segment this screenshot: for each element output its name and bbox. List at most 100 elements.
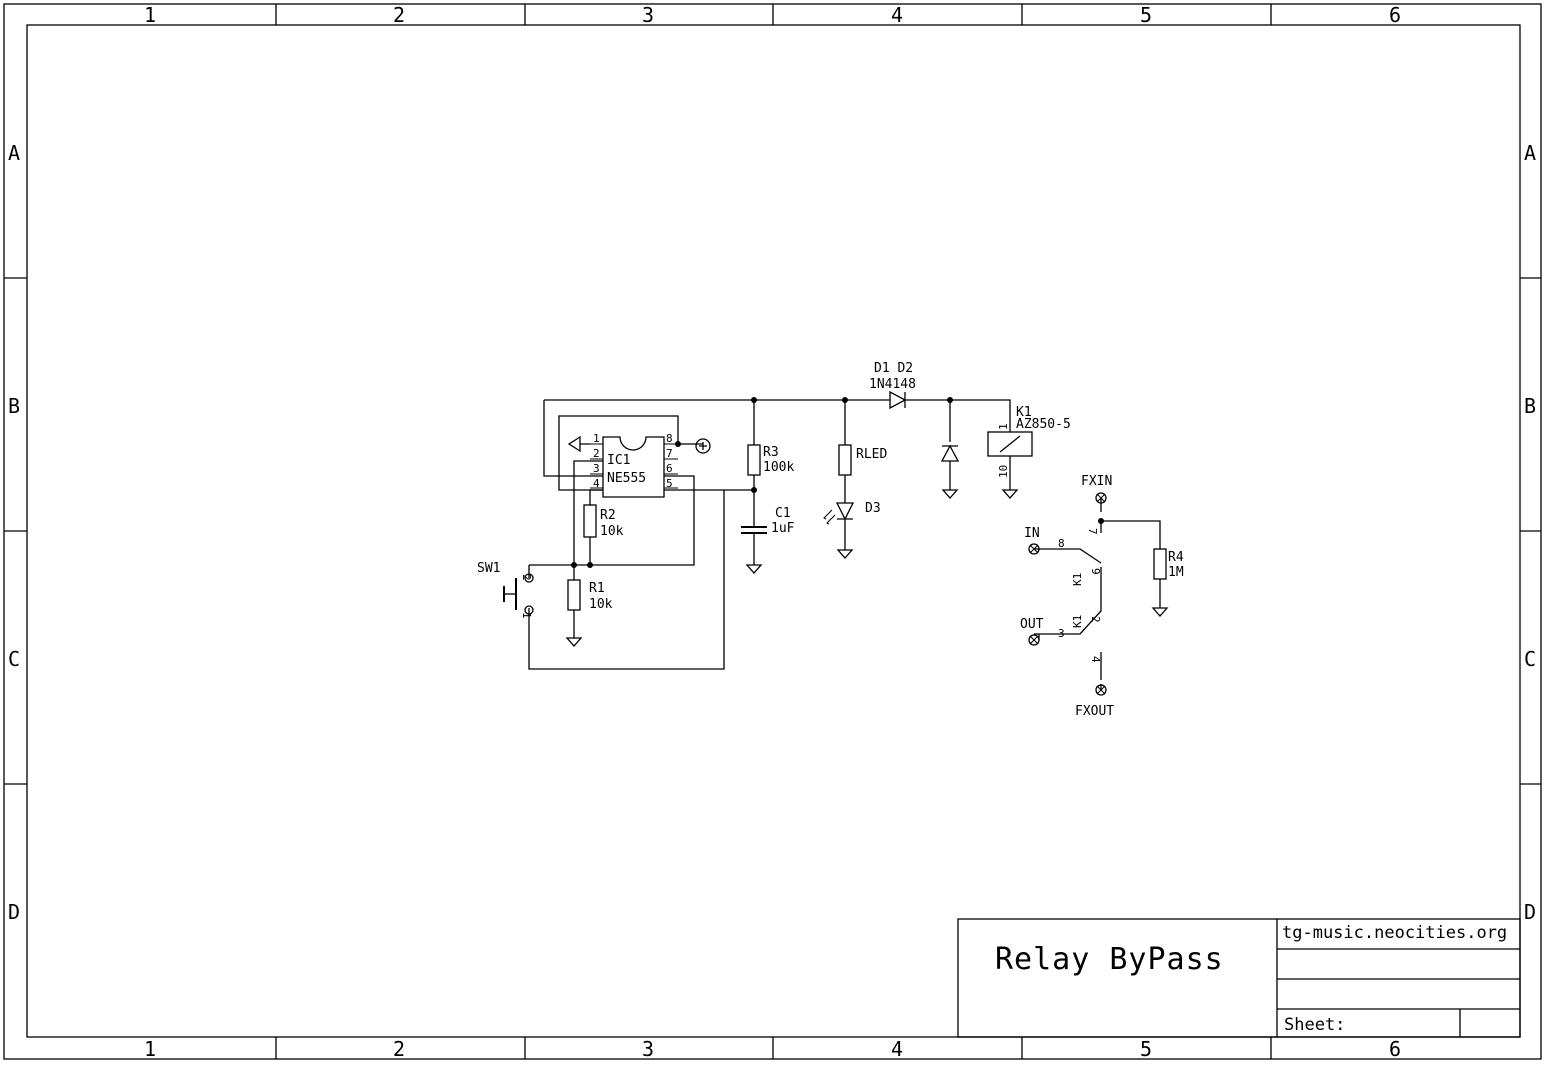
- k1-pin-top: 1: [997, 423, 1010, 430]
- website-label: tg-music.neocities.org: [1282, 923, 1507, 943]
- k1-contact-a-ref: K1: [1071, 573, 1084, 586]
- sw1-pin-top: 2: [520, 574, 533, 581]
- led-d3: D3: [823, 501, 881, 525]
- junction-dot: [842, 397, 848, 403]
- ground-icon: [1151, 607, 1169, 617]
- relay-k1-coil: K1 AZ850-5 1 10: [987, 405, 1071, 478]
- ground-icon: [941, 489, 959, 499]
- ic1-value: NE555: [607, 471, 646, 486]
- col-label: 4: [891, 3, 903, 27]
- ic1-pin-7: 7: [666, 447, 673, 460]
- capacitor-c1: C1 1uF: [741, 506, 795, 536]
- row-label: C: [1524, 647, 1536, 671]
- k1-pin-bottom: 10: [997, 465, 1010, 478]
- k1-pin-9: 9: [1089, 568, 1102, 575]
- r4-ref: R4: [1168, 550, 1184, 565]
- resistor-r3: R3 100k: [747, 444, 794, 476]
- diode-d2: [940, 444, 960, 462]
- sw1-pin-bottom: 1: [520, 612, 533, 619]
- k1-pin-7: 7: [1086, 528, 1099, 535]
- row-labels-right: A B C D: [1524, 141, 1536, 924]
- ic1-ne555: IC1 NE555 1 2 3 4 8 7 6 5: [567, 432, 678, 498]
- col-label: 2: [393, 3, 405, 27]
- port-out: OUT: [1020, 617, 1044, 646]
- k1-ref: K1: [1016, 405, 1032, 420]
- port-in: IN: [1024, 526, 1040, 555]
- col-label: 2: [393, 1037, 405, 1061]
- col-label: 1: [144, 3, 156, 27]
- r2-ref: R2: [600, 508, 616, 523]
- drawing-title: Relay ByPass: [995, 942, 1224, 977]
- junction-dot: [587, 562, 593, 568]
- k1-contact-b-ref: K1: [1071, 615, 1084, 628]
- ic1-pin-4: 4: [593, 477, 600, 490]
- ic1-pin-5: 5: [666, 477, 673, 490]
- ic1-ref: IC1: [607, 453, 630, 468]
- ic1-pin-2: 2: [593, 447, 600, 460]
- ground-icon: [745, 564, 763, 574]
- column-labels-top: 1 2 3 4 5 6: [144, 3, 1401, 27]
- row-label: D: [8, 900, 20, 924]
- r3-ref: R3: [763, 445, 779, 460]
- junction-dot: [751, 397, 757, 403]
- ic1-pin-1: 1: [593, 432, 600, 445]
- col-label: 6: [1389, 1037, 1401, 1061]
- resistor-r1: R1 10k: [567, 579, 613, 612]
- vcc-symbol-icon: [695, 438, 711, 454]
- resistor-r4: R4 1M: [1153, 548, 1184, 580]
- junctions: [571, 397, 1104, 568]
- ground-icon: [1001, 489, 1019, 499]
- row-labels-left: A B C D: [8, 141, 20, 924]
- port-fxin: FXIN: [1081, 474, 1112, 504]
- col-label: 5: [1140, 1037, 1152, 1061]
- ic1-pin-6: 6: [666, 462, 673, 475]
- r1-ref: R1: [589, 581, 605, 596]
- r1-value: 10k: [589, 597, 613, 612]
- ic1-pin-8: 8: [666, 432, 673, 445]
- junction-dot: [571, 562, 577, 568]
- k1-pin-8: 8: [1058, 537, 1065, 550]
- rled-ref: RLED: [856, 447, 887, 462]
- row-label: C: [8, 647, 20, 671]
- column-labels-bottom: 1 2 3 4 5 6: [144, 1037, 1401, 1061]
- junction-dot: [751, 487, 757, 493]
- d1d2-ref: D1 D2: [874, 361, 913, 376]
- r4-value: 1M: [1168, 565, 1184, 580]
- row-label: A: [1524, 141, 1536, 165]
- k1-pin-4: 4: [1089, 656, 1102, 663]
- wires: [528, 399, 1161, 690]
- ground-icon: [836, 549, 854, 559]
- col-label: 3: [642, 3, 654, 27]
- col-label: 1: [144, 1037, 156, 1061]
- k1-pin-2: 2: [1089, 616, 1102, 623]
- row-label: B: [8, 394, 20, 418]
- col-label: 4: [891, 1037, 903, 1061]
- col-label: 3: [642, 1037, 654, 1061]
- r2-value: 10k: [600, 524, 624, 539]
- c1-ref: C1: [775, 506, 791, 521]
- pushbutton-sw1[interactable]: SW1 2 1: [477, 561, 534, 619]
- r3-value: 100k: [763, 460, 794, 475]
- resistor-rled: RLED: [838, 444, 887, 476]
- title-block: Relay ByPass tg-music.neocities.org Shee…: [957, 918, 1521, 1038]
- in-label: IN: [1024, 526, 1040, 541]
- sheet-label: Sheet:: [1284, 1015, 1345, 1035]
- port-fxout: FXOUT: [1075, 684, 1114, 719]
- row-label: B: [1524, 394, 1536, 418]
- d1d2-value: 1N4148: [869, 377, 916, 392]
- col-label: 6: [1389, 3, 1401, 27]
- junction-dot: [947, 397, 953, 403]
- drawing-frame: [3, 3, 1542, 1060]
- resistor-r2: R2 10k: [583, 504, 624, 539]
- fxout-label: FXOUT: [1075, 704, 1114, 719]
- row-label: A: [8, 141, 20, 165]
- out-label: OUT: [1020, 617, 1044, 632]
- junction-dot: [1098, 518, 1104, 524]
- ground-symbols: [565, 489, 1169, 647]
- relay-k1-contacts: K1 K1 7 8 9 2 3 4: [1058, 528, 1102, 663]
- ground-icon: [565, 637, 583, 647]
- k1-value: AZ850-5: [1016, 417, 1071, 432]
- ic1-pin-3: 3: [593, 462, 600, 475]
- fxin-label: FXIN: [1081, 474, 1112, 489]
